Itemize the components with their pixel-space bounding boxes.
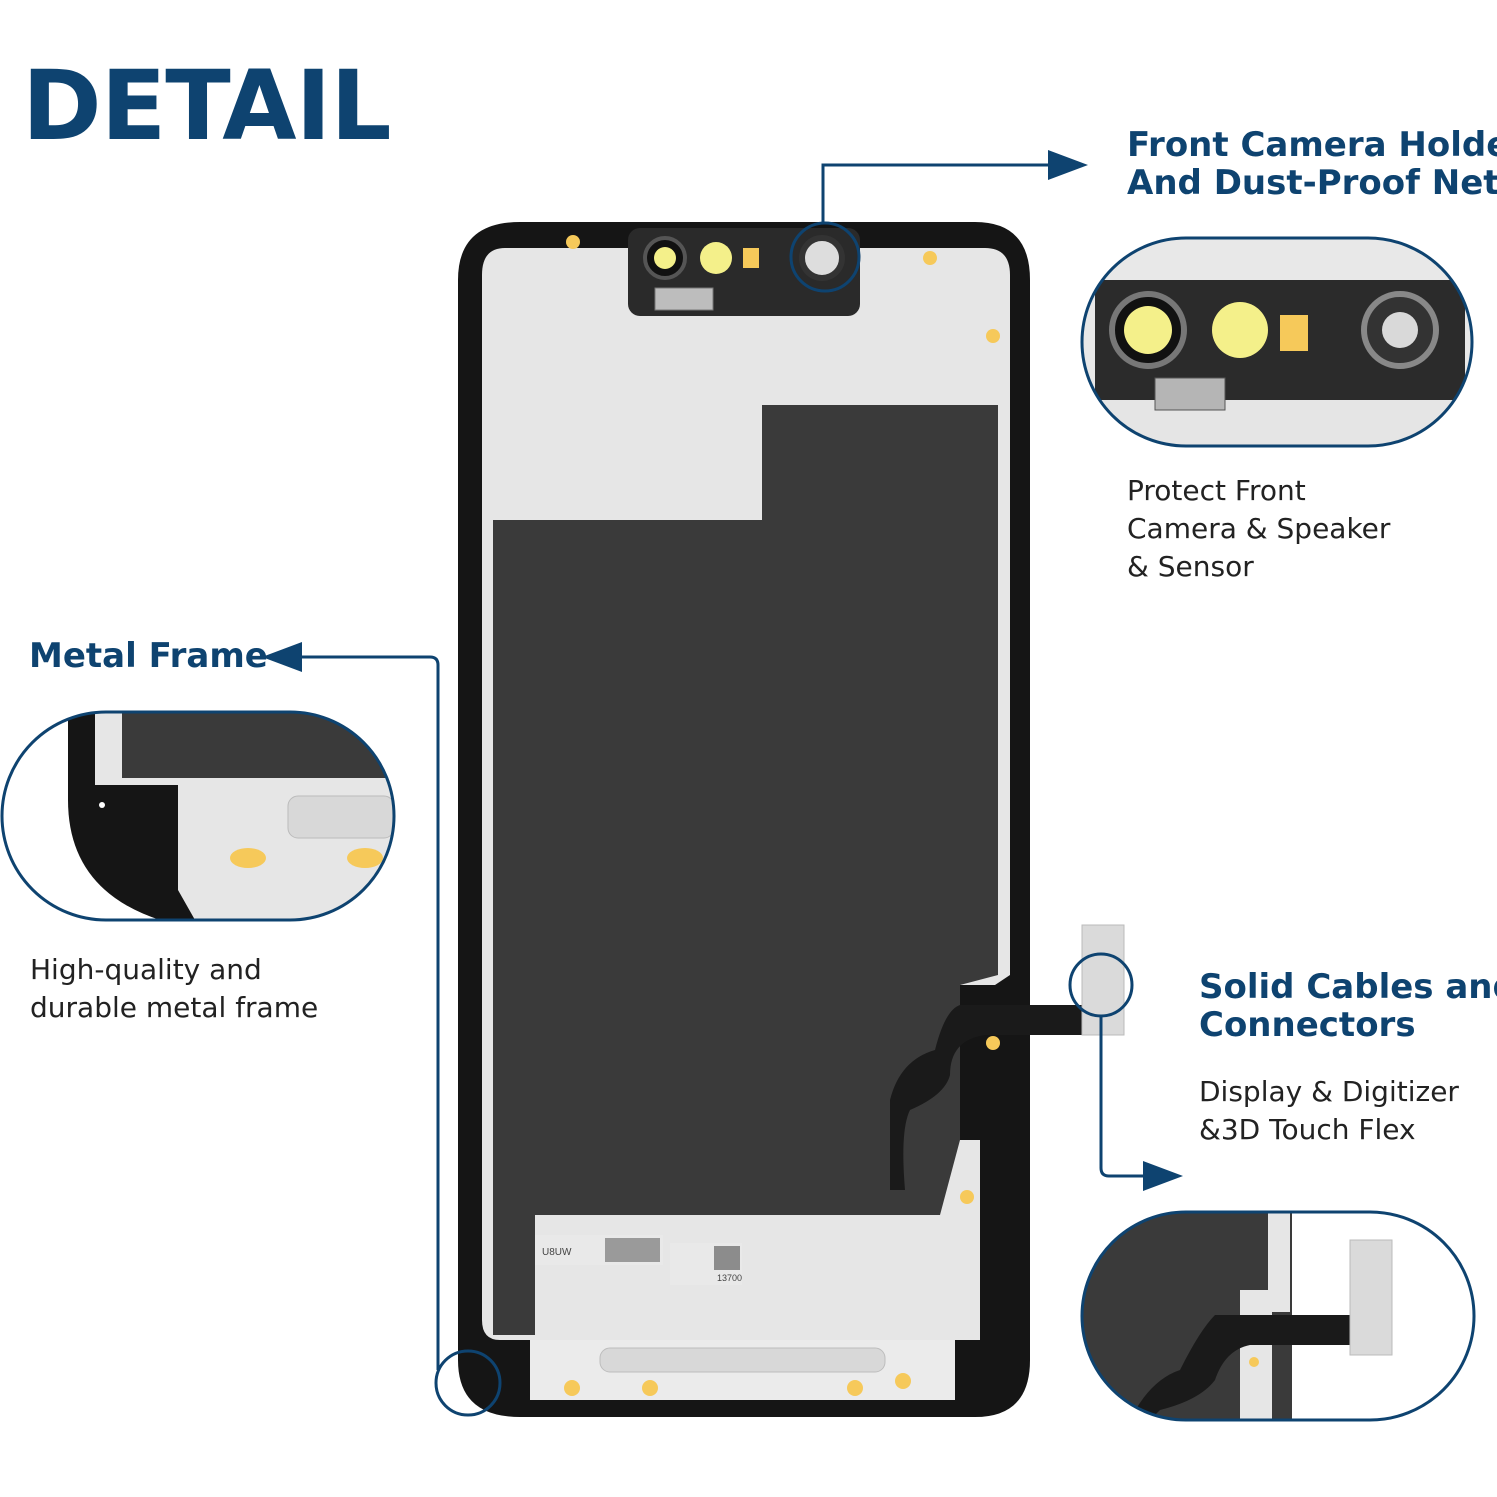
cable-zoom-image: [1082, 1212, 1474, 1420]
cables-desc-line-2: &3D Touch Flex: [1199, 1113, 1416, 1146]
frame-zoom-image: [2, 712, 394, 920]
sticker-code: U8UW: [542, 1247, 572, 1258]
frame-desc-line-1: High-quality and: [30, 953, 262, 986]
arrow-left-icon: [262, 642, 302, 672]
camera-desc-line-1: Protect Front: [1127, 474, 1306, 507]
flex-cable: [890, 1005, 1085, 1190]
frame-callout-description: High-quality and durable metal frame: [30, 951, 318, 1027]
camera-desc-line-2: Camera & Speaker: [1127, 512, 1391, 545]
cables-callout-title: Solid Cables and Connectors: [1199, 968, 1497, 1044]
page-title: DETAIL: [22, 50, 391, 162]
cable-connector: [1081, 924, 1125, 1036]
camera-desc-line-3: & Sensor: [1127, 550, 1254, 583]
cables-title-line-2: Connectors: [1199, 1005, 1416, 1045]
frame-callout-title: Metal Frame: [29, 636, 268, 676]
camera-highlight-ring: [789, 221, 861, 293]
sticker-number: 13700: [717, 1273, 742, 1283]
frame-desc-line-2: durable metal frame: [30, 991, 319, 1024]
camera-callout-description: Protect Front Camera & Speaker & Sensor: [1127, 472, 1390, 586]
camera-title-line-2: And Dust-Proof Net: [1127, 163, 1497, 203]
camera-title-line-1: Front Camera Holder: [1127, 125, 1497, 165]
camera-zoom-image: [1082, 238, 1472, 446]
cables-callout-description: Display & Digitizer &3D Touch Flex: [1199, 1073, 1459, 1149]
cables-desc-line-1: Display & Digitizer: [1199, 1075, 1459, 1108]
display-panel: [493, 405, 998, 1335]
arrow-right-icon-2: [1143, 1161, 1183, 1191]
cables-title-line-1: Solid Cables and: [1199, 967, 1497, 1007]
camera-callout-title: Front Camera Holder And Dust-Proof Net: [1127, 126, 1497, 202]
arrow-right-icon: [1048, 150, 1088, 180]
frame-highlight-ring: [434, 1349, 502, 1417]
